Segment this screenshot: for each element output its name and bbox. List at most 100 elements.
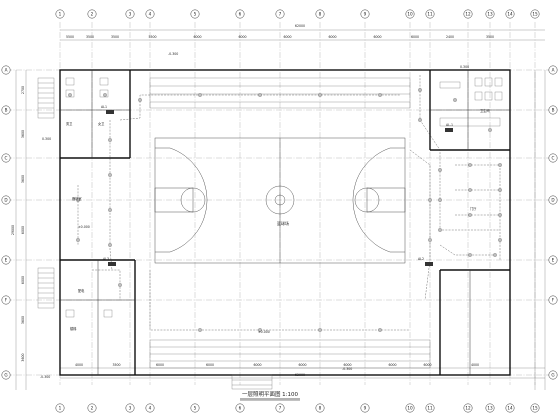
row-axis-bubble: A — [548, 65, 558, 75]
light-fixture-icon — [103, 93, 107, 97]
column-axis-bubble: 11 — [425, 403, 435, 413]
light-fixture-icon — [438, 198, 442, 202]
bottom-dimension-text: 6000 — [253, 363, 261, 367]
column-axis-label: 4 — [149, 406, 152, 411]
entrance-steps — [231, 374, 273, 390]
light-fixture-icon — [108, 173, 112, 177]
light-fixture-icon — [138, 98, 142, 102]
panel-label-1: AL1 — [101, 105, 107, 109]
left-dimension-text: 3600 — [21, 353, 25, 361]
row-axis-label: F — [552, 298, 555, 303]
light-fixture-icon — [198, 328, 202, 332]
top-dimension-text: 5500 — [66, 35, 74, 39]
room-label-electrical: 配电 — [78, 288, 85, 293]
light-fixture-icon — [498, 213, 502, 217]
row-axis-label: G — [4, 373, 7, 378]
row-axis-label: F — [5, 298, 8, 303]
column-axis-bubble: 3 — [125, 9, 135, 19]
light-fixture-icon — [498, 238, 502, 242]
column-axis-bubble: 6 — [235, 9, 245, 19]
column-axis-bubble: 5 — [190, 9, 200, 19]
room-label-mens: 男卫 — [66, 121, 73, 126]
column-axis-label: 12 — [465, 12, 471, 17]
column-axis-label: 5 — [194, 406, 197, 411]
column-axis-label: 6 — [239, 12, 242, 17]
column-axis-label: 13 — [487, 406, 493, 411]
stairs-left-bottom — [37, 267, 55, 309]
column-axis-bubble: 2 — [87, 403, 97, 413]
overall-dim-left: 29000 — [11, 225, 15, 235]
axis-bubbles: 1122334455667788991010111112121313141415… — [1, 9, 558, 413]
top-dimension-text: 5500 — [148, 35, 156, 39]
column-axis-label: 15 — [532, 12, 538, 17]
room-label-restroom: 卫生间 — [480, 108, 490, 113]
row-axis-bubble: E — [548, 255, 558, 265]
row-axis-bubble: B — [548, 105, 558, 115]
top-dimension-text: 2400 — [446, 35, 454, 39]
drawing-title: 一层照明平面图 1:100 — [242, 390, 299, 398]
column-axis-bubble: 12 — [463, 9, 473, 19]
row-axis-label: D — [4, 198, 7, 203]
bottom-dimension-text: 3500 — [112, 363, 120, 367]
bottom-dimension-text: 6000 — [156, 363, 164, 367]
left-dimension-text: 6000 — [21, 226, 25, 234]
row-axis-label: B — [5, 108, 8, 113]
column-axis-bubble: 15 — [530, 9, 540, 19]
column-axis-label: 13 — [487, 12, 493, 17]
level-mark-4: ±0.000 — [78, 225, 90, 229]
column-axis-label: 1 — [59, 12, 62, 17]
column-axis-bubble: 10 — [405, 403, 415, 413]
light-fixture-icon — [468, 188, 472, 192]
column-axis-label: 8 — [319, 12, 322, 17]
lighting-circuits — [77, 75, 501, 331]
light-fixture-icon — [428, 238, 432, 242]
column-axis-bubble: 1 — [55, 9, 65, 19]
top-dimension-text: 6000 — [238, 35, 246, 39]
stairs-left-top — [37, 77, 55, 119]
bottom-dimension-text: 4000 — [75, 363, 83, 367]
column-axis-bubble: 3 — [125, 403, 135, 413]
row-axis-bubble: D — [1, 195, 11, 205]
light-fixture-icon — [438, 228, 442, 232]
panel-label-4: AL-1 — [446, 123, 453, 127]
column-axis-label: 9 — [364, 406, 367, 411]
row-axis-label: A — [552, 68, 555, 73]
light-fixture-icon — [68, 93, 72, 97]
left-dimension-text: 6000 — [21, 276, 25, 284]
bottom-dimension-text: 6000 — [388, 363, 396, 367]
column-axis-bubble: 9 — [360, 403, 370, 413]
column-axis-label: 6 — [239, 406, 242, 411]
row-axis-bubble: F — [548, 295, 558, 305]
column-axis-bubble: 9 — [360, 9, 370, 19]
top-dimension-text: 6000 — [193, 35, 201, 39]
column-axis-label: 2 — [91, 406, 94, 411]
overall-dim-top: 62000 — [295, 24, 305, 28]
bottom-dimension-text: 4000 — [471, 363, 479, 367]
light-fixture-icon — [118, 283, 122, 287]
top-dimension-text: 3500 — [486, 35, 494, 39]
panel-label-3: AL3 — [103, 257, 109, 261]
light-fixture-icon — [108, 243, 112, 247]
light-fixture-icon — [453, 98, 457, 102]
light-fixture-icon — [438, 168, 442, 172]
light-fixture-icon — [108, 208, 112, 212]
top-dimension-text: 6000 — [373, 35, 381, 39]
row-axis-bubble: E — [1, 255, 11, 265]
room-label-lobby: 门厅 — [470, 206, 477, 211]
level-mark-1: -0.300 — [168, 52, 178, 56]
room-label-womens: 女卫 — [98, 121, 105, 126]
top-dimension-text: 6000 — [328, 35, 336, 39]
bottom-dimension-text: 6000 — [423, 363, 431, 367]
left-dimension-text: 3600 — [21, 175, 25, 183]
column-axis-label: 8 — [319, 406, 322, 411]
column-axis-bubble: 15 — [530, 403, 540, 413]
column-axis-bubble: 4 — [145, 9, 155, 19]
toilet-fixtures-left — [65, 77, 113, 318]
column-axis-label: 3 — [129, 406, 132, 411]
column-axis-label: 11 — [427, 406, 433, 411]
building-walls — [59, 69, 511, 376]
basketball-court — [154, 137, 406, 264]
